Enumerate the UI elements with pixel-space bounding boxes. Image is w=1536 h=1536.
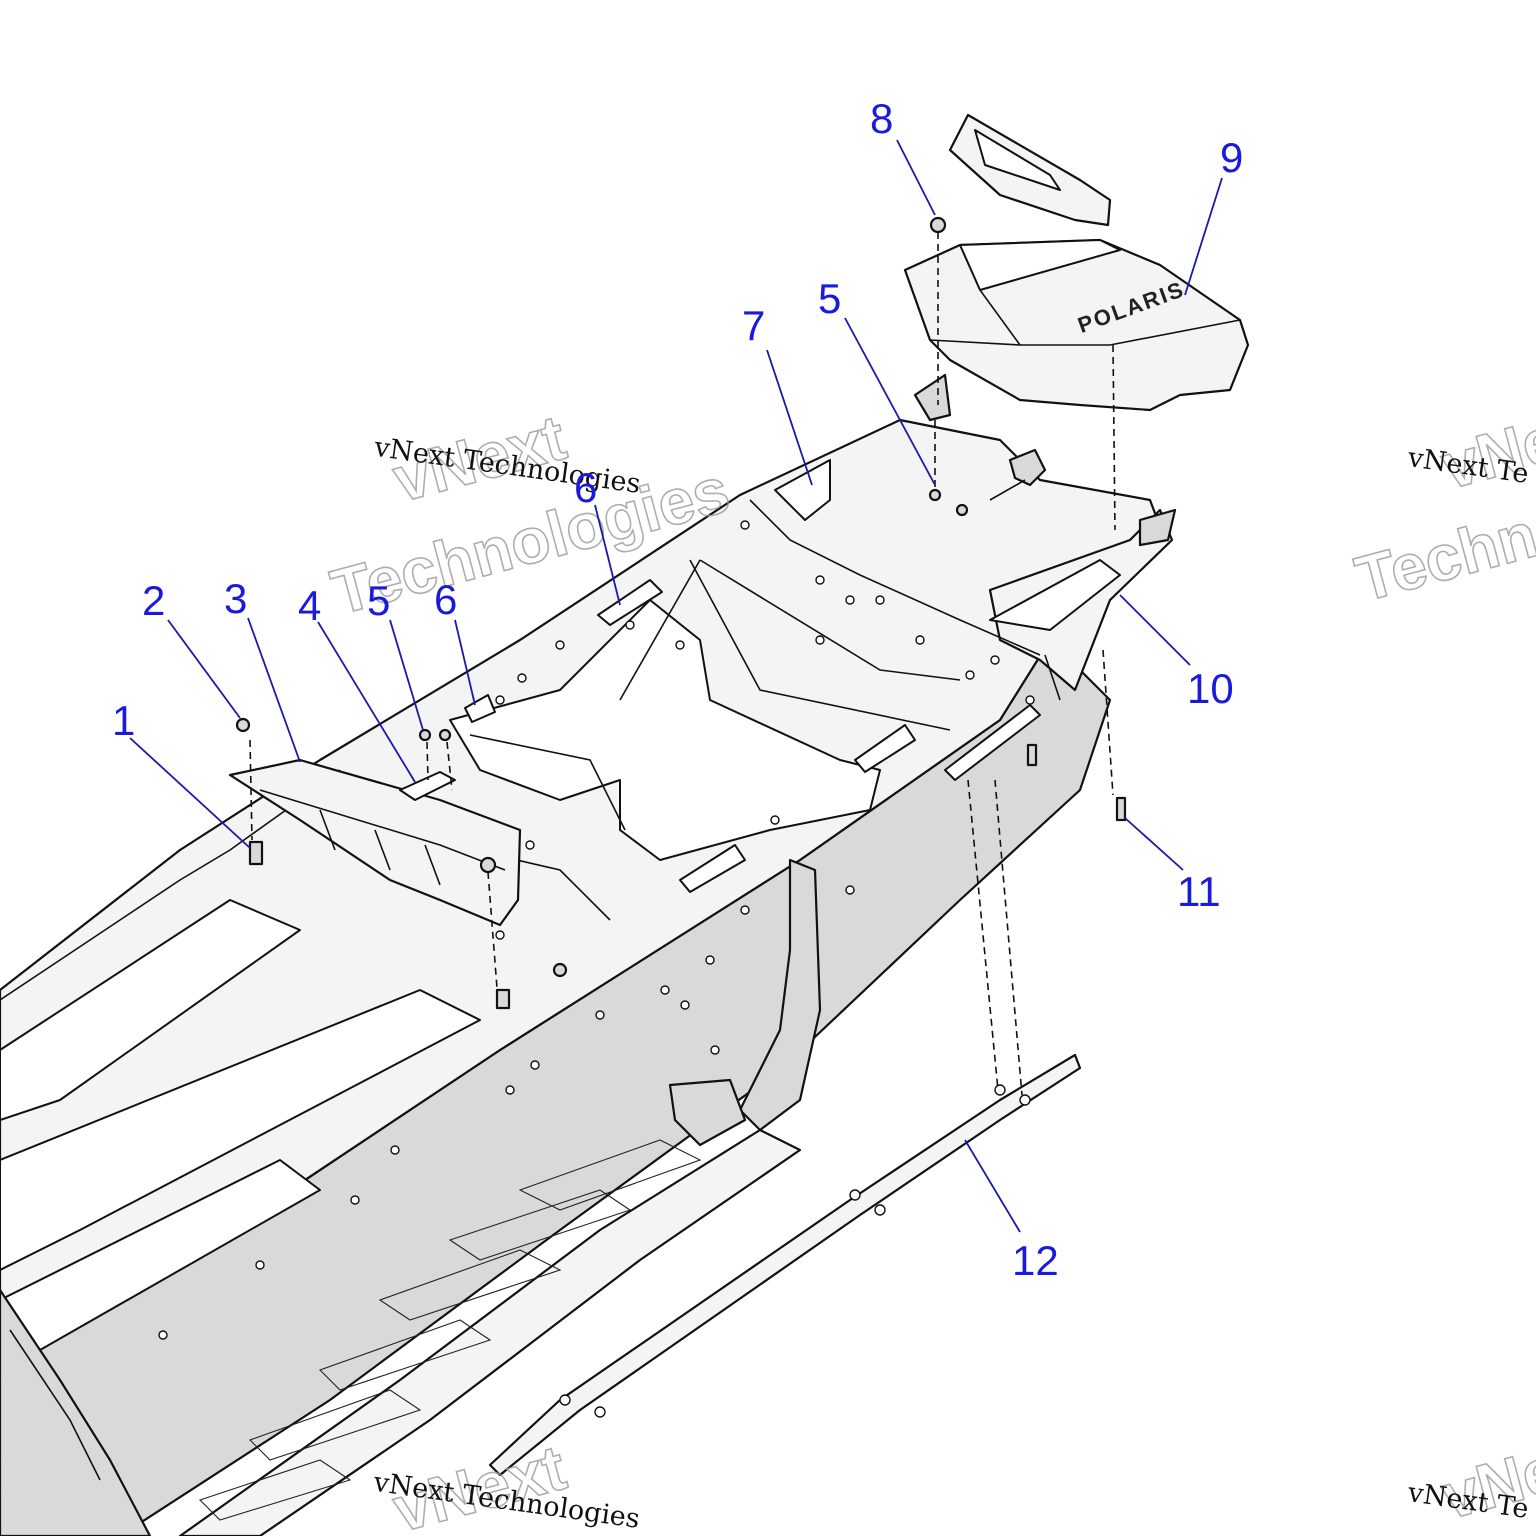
callout-7: 7 bbox=[742, 302, 765, 349]
callout-5-left: 5 bbox=[367, 577, 390, 624]
callout-8: 8 bbox=[870, 95, 893, 142]
part-9-lid bbox=[948, 113, 1112, 227]
callout-6-center: 6 bbox=[574, 464, 597, 511]
callout-3: 3 bbox=[224, 575, 247, 622]
part-9-cargo-box: POLARIS bbox=[903, 238, 1250, 412]
fasteners bbox=[235, 216, 1127, 1010]
callout-1: 1 bbox=[112, 697, 135, 744]
callout-11: 11 bbox=[1177, 868, 1221, 915]
leader-lines bbox=[129, 139, 1223, 1233]
callout-5-right: 5 bbox=[818, 275, 841, 322]
callout-2: 2 bbox=[142, 577, 165, 624]
part-4-plate bbox=[399, 771, 456, 801]
part-6-plates bbox=[464, 579, 1041, 893]
callout-4: 4 bbox=[298, 582, 321, 629]
assembly-dashed-lines bbox=[249, 232, 1116, 1096]
rivet-holes bbox=[158, 520, 1035, 1340]
part-7-latch bbox=[913, 373, 1177, 547]
callout-12: 12 bbox=[1012, 1237, 1059, 1284]
callout-10: 10 bbox=[1187, 665, 1234, 712]
tunnel-assembly bbox=[0, 418, 1174, 1536]
watermark-big-right-line2: Technol bbox=[1348, 484, 1536, 616]
callout-6-left: 6 bbox=[434, 576, 457, 623]
callout-9: 9 bbox=[1220, 134, 1243, 181]
part-12-strip bbox=[488, 1053, 1082, 1477]
callout-labels: 1 2 3 4 5 5 6 6 7 8 9 10 11 12 bbox=[112, 95, 1243, 1284]
